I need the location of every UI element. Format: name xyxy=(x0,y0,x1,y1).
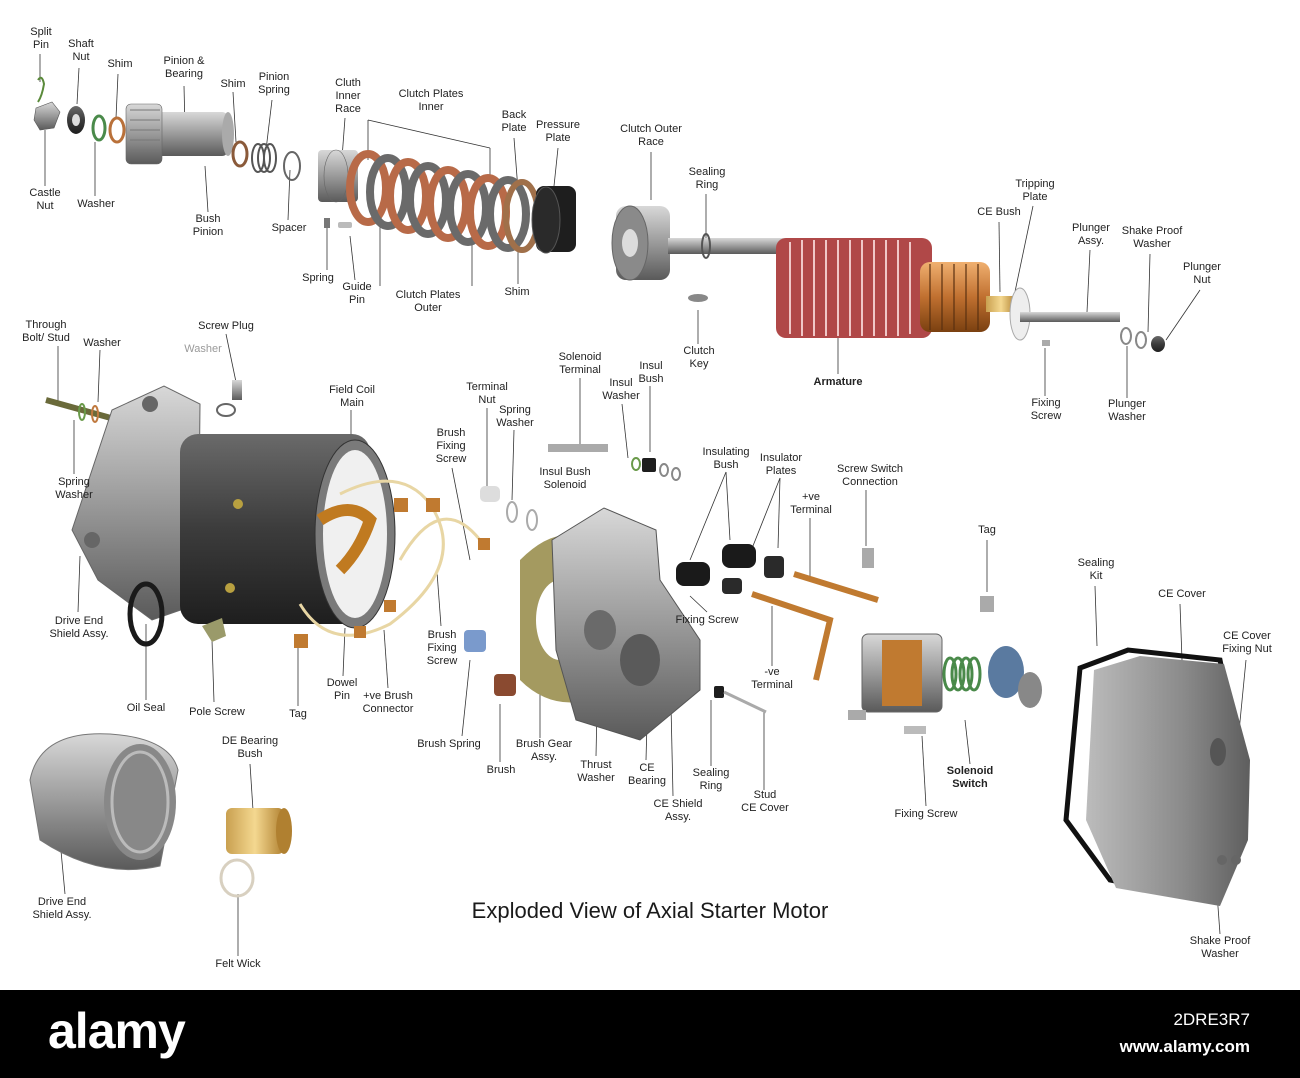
watermark-image-id: 2DRE3R7 xyxy=(1173,1010,1250,1029)
label-tripping-plate: Tripping Plate xyxy=(1015,178,1055,203)
clutch-plates-part xyxy=(346,150,541,253)
label-cluth-inner-race: Cluth Inner Race xyxy=(335,77,361,115)
label-washer-left: Washer xyxy=(83,337,121,349)
label-spring-washer-mid: Spring Washer xyxy=(496,404,534,429)
label-insulator-plates: Insulator Plates xyxy=(759,452,803,477)
castle-nut-part xyxy=(33,101,61,131)
starter-motor-illustration xyxy=(29,54,1250,956)
pinion-spring-part xyxy=(251,143,277,173)
label-clutch-outer-race: Clutch Outer Race xyxy=(620,123,682,148)
label-pinion-bearing: Pinion & Bearing xyxy=(163,55,205,80)
label-ce-bush: CE Bush xyxy=(977,206,1021,218)
label-sealing-ring-top: Sealing Ring xyxy=(688,166,726,191)
label-insul-bush-solenoid: Insul Bush Solenoid xyxy=(539,466,591,491)
label-ce-cover-fixing-nut: CE Cover Fixing Nut xyxy=(1222,630,1272,655)
label-shaft-nut: Shaft Nut xyxy=(68,38,94,63)
label-brush-spring: Brush Spring xyxy=(417,738,481,750)
label-shim-3: Shim xyxy=(504,286,530,298)
label-through-bolt: Through Bolt/ Stud xyxy=(22,319,70,344)
drive-end-shield-bottom xyxy=(29,733,179,871)
label-split-pin: Split Pin xyxy=(30,26,52,51)
label-shim-1: Shim xyxy=(107,58,133,70)
label-ce-cover: CE Cover xyxy=(1158,588,1206,600)
label-shim-2: Shim xyxy=(220,78,246,90)
label-insulating-bush: Insulating Bush xyxy=(702,446,750,471)
watermark-brand: alamy xyxy=(48,1003,186,1059)
label-drive-end-shield-2: Drive End Shield Assy. xyxy=(32,896,92,921)
label-ce-shield-assy: CE Shield Assy. xyxy=(653,798,703,823)
label-fixing-screw-mid: Fixing Screw xyxy=(675,614,739,626)
pressure-plate-part xyxy=(531,186,576,254)
label-insul-washer: Insul Washer xyxy=(602,377,640,402)
label-spacer: Spacer xyxy=(271,222,307,234)
label-ce-bearing: CE Bearing xyxy=(628,762,666,787)
label-fixing-screw-top: Fixing Screw xyxy=(1030,397,1062,422)
label-shake-proof-washer-top: Shake Proof Washer xyxy=(1121,225,1183,250)
label-screw-switch-connection: Screw Switch Connection xyxy=(836,463,904,488)
label-plunger-washer: Plunger Washer xyxy=(1108,398,1146,423)
label-clutch-plates-outer: Clutch Plates Outer xyxy=(395,289,461,314)
label-ve-brush-connector: +ve Brush Connector xyxy=(362,690,414,715)
label-solenoid-terminal: Solenoid Terminal xyxy=(558,351,602,376)
label-fixing-screw-low: Fixing Screw xyxy=(894,808,958,820)
diagram-title: Exploded View of Axial Starter Motor xyxy=(471,898,829,923)
label-castle-nut: Castle Nut xyxy=(29,187,61,212)
label-drive-end-shield-1: Drive End Shield Assy. xyxy=(49,615,109,640)
label-brush: Brush xyxy=(486,764,516,776)
label-solenoid-switch: Solenoid Switch xyxy=(946,765,994,790)
label-ve-terminal-pos: +ve Terminal xyxy=(790,491,832,516)
label-de-bearing-bush: DE Bearing Bush xyxy=(221,735,279,760)
label-pressure-plate: Pressure Plate xyxy=(535,119,581,144)
solenoid-switch-part xyxy=(861,633,1042,713)
label-bush-pinion: Bush Pinion xyxy=(192,213,224,238)
label-brush-fixing-screw-top: Brush Fixing Screw xyxy=(435,427,467,465)
label-sealing-ring-low: Sealing Ring xyxy=(692,767,730,792)
ce-cover-part xyxy=(1063,647,1250,906)
label-dowel-pin: Dowel Pin xyxy=(326,677,358,702)
label-field-coil-main: Field Coil Main xyxy=(329,384,375,409)
label-shake-proof-washer-low: Shake Proof Washer xyxy=(1189,935,1251,960)
label-brush-fixing-screw-low: Brush Fixing Screw xyxy=(426,629,458,667)
label-felt-wick: Felt Wick xyxy=(215,958,261,970)
label-terminal-nut: Terminal Nut xyxy=(466,381,508,406)
label-clutch-key: Clutch Key xyxy=(683,345,715,370)
armature-part xyxy=(776,238,1120,341)
label-back-plate: Back Plate xyxy=(501,109,527,134)
shaft-nut-part xyxy=(67,106,85,134)
label-guide-pin: Guide Pin xyxy=(342,281,372,306)
label-tag-right: Tag xyxy=(978,524,996,536)
watermark-footer xyxy=(0,990,1300,1078)
label-spring-small: Spring xyxy=(302,272,334,284)
label-plunger-assy: Plunger Assy. xyxy=(1072,222,1110,247)
label-armature: Armature xyxy=(813,376,863,388)
label-brush-gear-assy: Brush Gear Assy. xyxy=(515,738,573,763)
label-insul-bush: Insul Bush xyxy=(638,360,664,385)
label-thrust-washer: Thrust Washer xyxy=(577,759,615,784)
label-spring-washer-left: Spring Washer xyxy=(55,476,93,501)
label-stud-ce-cover: Stud CE Cover xyxy=(741,789,789,814)
label-tag-left: Tag xyxy=(289,708,307,720)
clutch-outer-race-part xyxy=(611,205,670,281)
split-pin-part xyxy=(37,76,46,103)
watermark-url: www.alamy.com xyxy=(1119,1037,1250,1056)
label-washer-gray: Washer xyxy=(184,343,222,355)
de-bearing-bush-part xyxy=(219,808,292,898)
label-washer-top: Washer xyxy=(77,198,115,210)
label-pinion-spring: Pinion Spring xyxy=(258,71,290,96)
ce-shield-assembly xyxy=(551,507,701,741)
label-sealing-kit: Sealing Kit xyxy=(1077,557,1115,582)
label-oil-seal: Oil Seal xyxy=(126,702,166,714)
label-screw-plug: Screw Plug xyxy=(198,320,254,332)
label-plunger-nut: Plunger Nut xyxy=(1183,261,1221,286)
pinion-part xyxy=(125,103,234,165)
label-pole-screw: Pole Screw xyxy=(189,706,245,718)
label-clutch-plates-inner: Clutch Plates Inner xyxy=(398,88,464,113)
field-coil-housing xyxy=(180,434,396,629)
label-ve-terminal-neg: -ve Terminal xyxy=(751,666,793,691)
